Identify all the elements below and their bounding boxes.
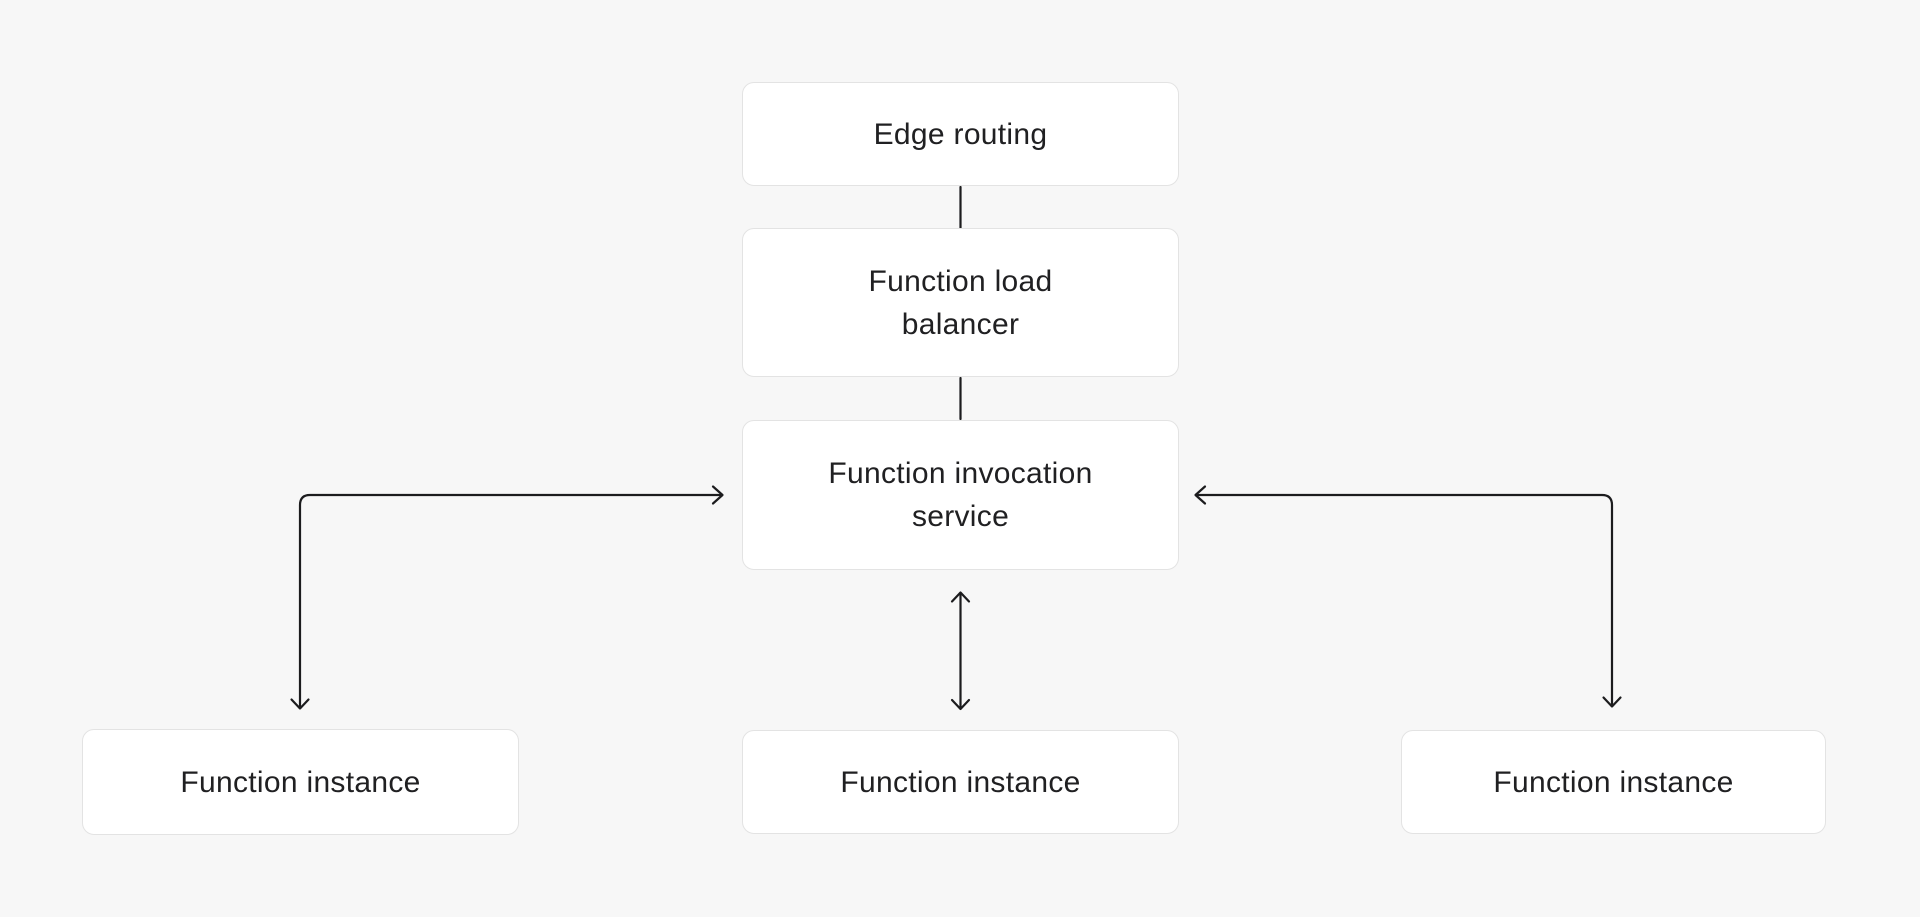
node-function-instance-middle: Function instance (742, 730, 1179, 834)
node-function-instance-middle-label: Function instance (840, 765, 1081, 799)
node-function-instance-right-label: Function instance (1493, 765, 1734, 799)
node-function-instance-right: Function instance (1401, 730, 1826, 834)
node-function-invocation-service-label: Function invocation service (828, 457, 1093, 533)
node-function-invocation-service: Function invocation service (742, 420, 1179, 570)
connector-invocation-service-to-right-instance (1194, 485, 1622, 708)
node-edge-routing-label: Edge routing (873, 117, 1048, 151)
connector-invocation-service-to-middle-instance (950, 591, 971, 711)
node-function-instance-left: Function instance (82, 729, 519, 835)
node-function-load-balancer: Function load balancer (742, 228, 1179, 377)
node-edge-routing: Edge routing (742, 82, 1179, 186)
node-function-instance-left-label: Function instance (180, 765, 421, 799)
connector-invocation-service-to-left-instance (290, 485, 724, 710)
node-function-load-balancer-label: Function load balancer (868, 264, 1053, 341)
